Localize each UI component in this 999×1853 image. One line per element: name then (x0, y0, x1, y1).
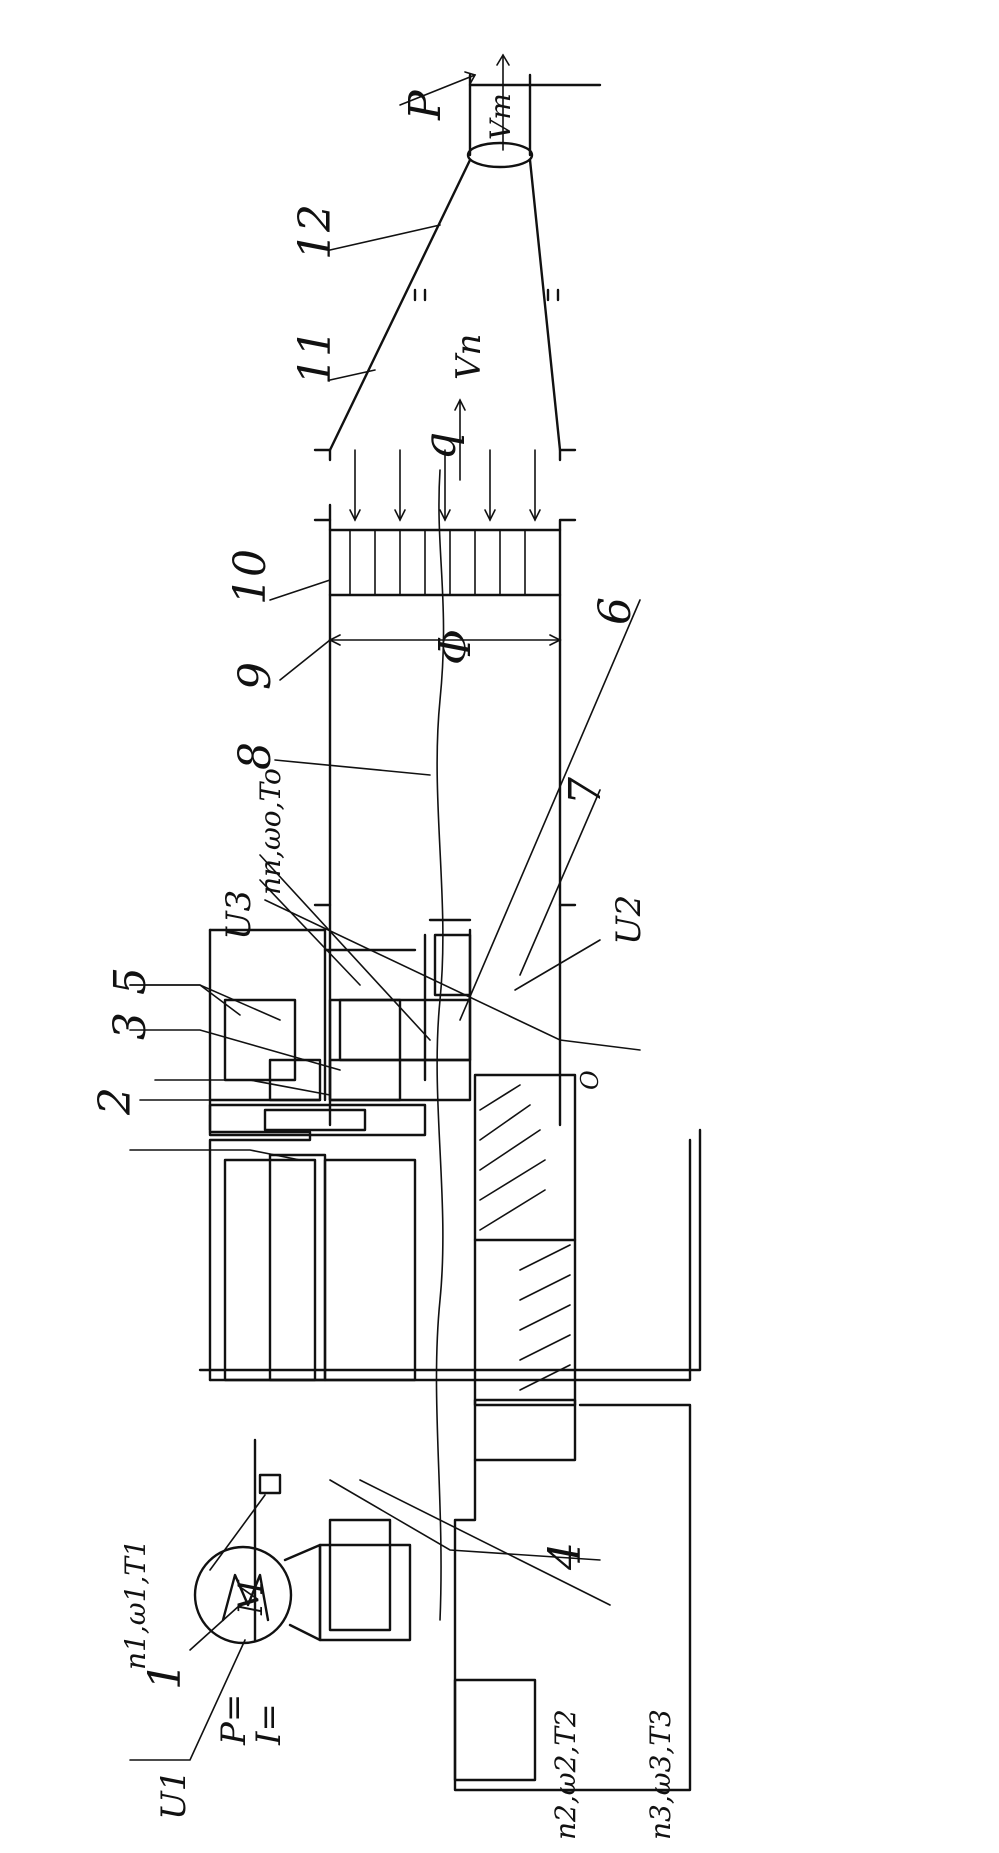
label-nnwoto: nn,ωo,To (254, 768, 287, 895)
fiber-line (435, 469, 445, 1621)
label-11: 11 (290, 329, 341, 385)
label-motor-m: M (231, 1579, 271, 1616)
label-9: 9 (230, 662, 281, 690)
label-p: P (400, 89, 451, 121)
label-n2w2t2: n2,ω2,T2 (549, 1709, 582, 1840)
label-10: 10 (225, 549, 276, 605)
flow-arrows (399, 71, 477, 481)
electric-motor (193, 1438, 412, 1645)
draw-cone (313, 53, 602, 462)
label-i-eq: I= (249, 1703, 289, 1746)
lower-left-block (328, 1398, 692, 1792)
extruder-barrel (473, 1073, 577, 1407)
label-u1: U1 (154, 1770, 194, 1820)
label-2: 2 (90, 1087, 141, 1116)
cooling-manifold (328, 449, 562, 597)
label-4: 4 (540, 1542, 591, 1571)
label-o: O (576, 1070, 604, 1090)
leader-lines (129, 224, 641, 1761)
labels: 1 2 3 4 5 6 7 8 9 10 11 12 U1 U2 U3 P= I… (90, 89, 677, 1840)
label-q: q (415, 432, 466, 460)
label-vn: Vn (449, 334, 489, 380)
gearbox-housing (198, 1098, 702, 1382)
label-1: 1 (140, 1662, 191, 1690)
pipeline (313, 503, 577, 1127)
mechanism-column (208, 918, 472, 1102)
label-7: 7 (560, 777, 611, 805)
label-3: 3 (105, 1012, 156, 1040)
gear-block (208, 1103, 427, 1382)
label-vm: Vm (484, 93, 517, 140)
label-6: 6 (590, 597, 641, 625)
label-p-eq: P= (214, 1694, 254, 1746)
label-12: 12 (290, 204, 341, 260)
label-8: 8 (230, 742, 281, 770)
label-phi: Φ (430, 629, 481, 665)
label-u3: U3 (219, 890, 259, 940)
label-u2: U2 (609, 895, 649, 945)
label-n1w1t1: n1,ω1,T1 (119, 1539, 152, 1670)
label-n3w3t3: n3,ω3,T3 (644, 1709, 677, 1840)
label-5: 5 (105, 967, 156, 995)
